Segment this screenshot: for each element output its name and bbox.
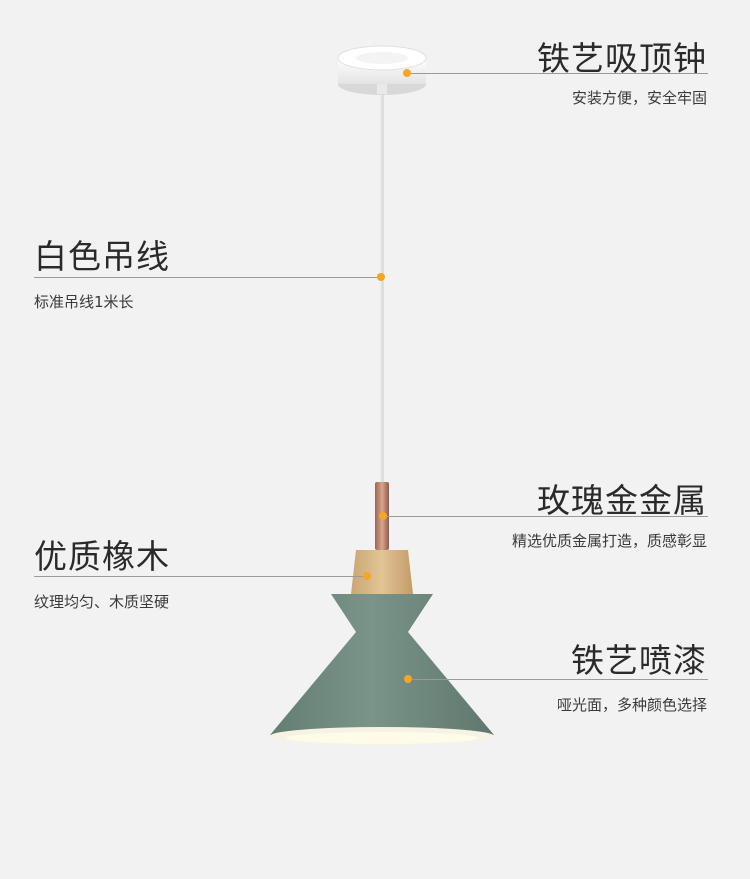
metal-title: 玫瑰金金属: [537, 481, 707, 520]
cord-desc: 标准吊线1米长: [34, 293, 134, 311]
canopy-title: 铁艺吸顶钟: [537, 39, 707, 78]
cord-title: 白色吊线: [34, 237, 170, 276]
paint-title: 铁艺喷漆: [571, 641, 707, 680]
wood-desc: 纹理均匀、木质坚硬: [34, 593, 170, 611]
ceiling-canopy: [337, 45, 427, 95]
oak-wood-cap: [351, 550, 413, 594]
callout-line-metal: [387, 516, 708, 517]
painted-metal-shade: [270, 594, 494, 735]
canopy-desc: 安装方便，安全牢固: [571, 89, 707, 107]
paint-desc: 哑光面，多种颜色选择: [556, 696, 707, 714]
callout-dot-metal: [379, 512, 387, 520]
metal-desc: 精选优质金属打造，质感彰显: [511, 532, 707, 550]
callout-dot-cord: [377, 273, 385, 281]
callout-dot-canopy: [403, 69, 411, 77]
white-cord: [379, 93, 384, 483]
callout-dot-paint: [404, 675, 412, 683]
wood-title: 优质橡木: [34, 537, 170, 576]
callout-line-wood: [34, 576, 363, 577]
callout-dot-wood: [363, 572, 371, 580]
callout-line-cord: [34, 277, 377, 278]
callout-line-canopy: [411, 73, 708, 74]
callout-line-paint: [412, 679, 708, 680]
